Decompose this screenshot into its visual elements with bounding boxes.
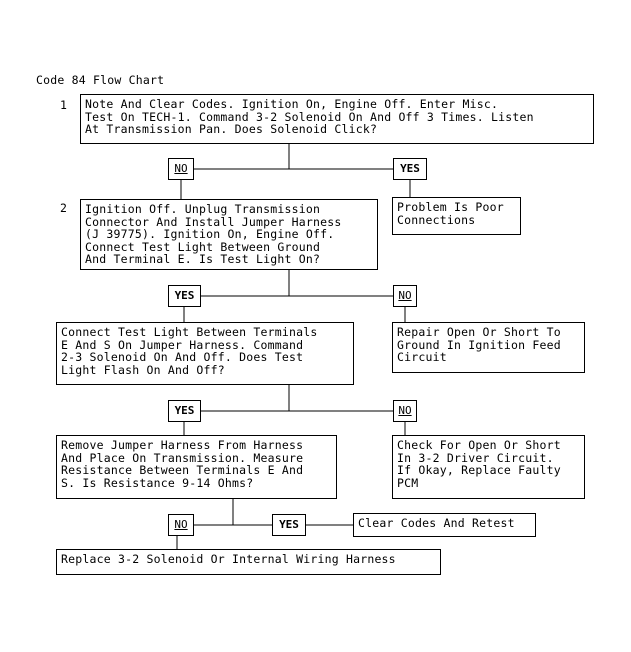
poor-connections-text: Problem Is Poor Connections: [397, 200, 504, 227]
clear-codes-text: Clear Codes And Retest: [358, 516, 515, 530]
poor-connections-box: Problem Is Poor Connections: [392, 197, 521, 235]
yes-label: YES: [272, 514, 306, 536]
step3-box: Connect Test Light Between Terminals E A…: [56, 322, 354, 385]
step1-box: Note And Clear Codes. Ignition On, Engin…: [80, 94, 594, 144]
yes-label: YES: [168, 400, 201, 422]
yes-label: YES: [168, 285, 201, 307]
no-label: NO: [168, 514, 194, 536]
no-label: NO: [393, 400, 417, 422]
step2-text: Ignition Off. Unplug Transmission Connec…: [85, 202, 342, 266]
yes-label: YES: [393, 158, 427, 180]
step2-box: Ignition Off. Unplug Transmission Connec…: [80, 199, 378, 270]
check-driver-circuit-text: Check For Open Or Short In 3-2 Driver Ci…: [397, 438, 561, 490]
step-number-2: 2: [60, 201, 68, 215]
chart-title: Code 84 Flow Chart: [36, 73, 165, 87]
check-driver-circuit-box: Check For Open Or Short In 3-2 Driver Ci…: [392, 435, 585, 499]
replace-solenoid-box: Replace 3-2 Solenoid Or Internal Wiring …: [56, 549, 441, 575]
repair-open-short-box: Repair Open Or Short To Ground In Igniti…: [392, 322, 585, 373]
no-label: NO: [393, 285, 417, 307]
step3-text: Connect Test Light Between Terminals E A…: [61, 325, 318, 377]
step-number-1: 1: [60, 98, 68, 112]
clear-codes-box: Clear Codes And Retest: [353, 513, 536, 537]
step4-text: Remove Jumper Harness From Harness And P…: [61, 438, 304, 490]
step4-box: Remove Jumper Harness From Harness And P…: [56, 435, 337, 499]
repair-open-short-text: Repair Open Or Short To Ground In Igniti…: [397, 325, 561, 364]
replace-solenoid-text: Replace 3-2 Solenoid Or Internal Wiring …: [61, 552, 396, 566]
step1-text: Note And Clear Codes. Ignition On, Engin…: [85, 97, 534, 136]
no-label: NO: [168, 158, 194, 180]
